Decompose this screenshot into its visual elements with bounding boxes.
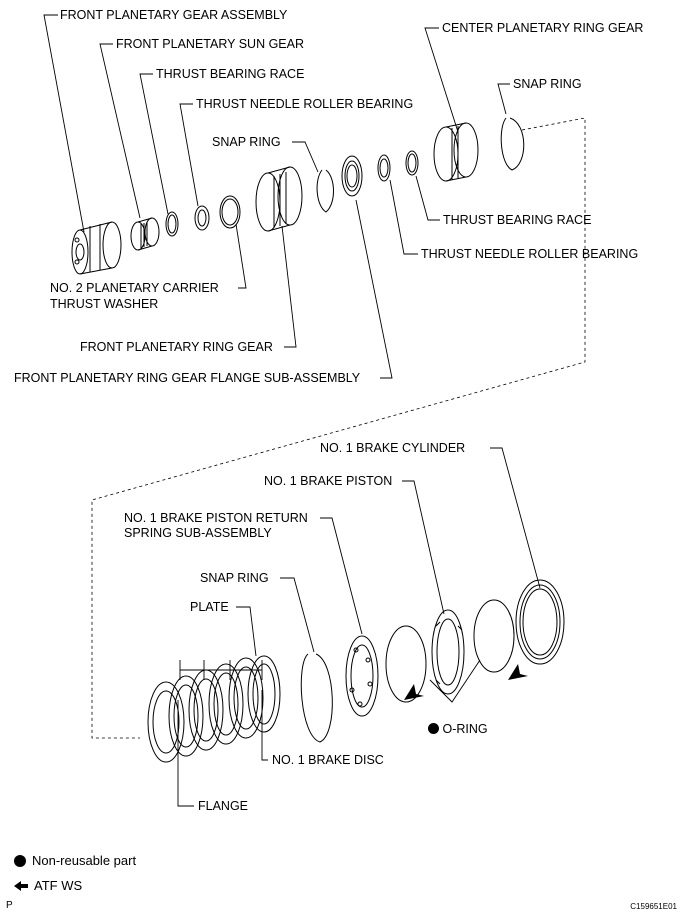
figure-code: C159651E01	[630, 902, 677, 911]
label-thrust-bearing-race-top: THRUST BEARING RACE	[156, 67, 305, 81]
label-no1-brake-disc: NO. 1 BRAKE DISC	[272, 753, 384, 767]
center-planetary-ring-gear-part	[433, 122, 479, 182]
label-o-ring-text: O-RING	[442, 722, 488, 736]
o-ring-right-part	[473, 599, 515, 673]
label-front-planetary-gear-assembly: FRONT PLANETARY GEAR ASSEMBLY	[60, 8, 288, 22]
label-return-spring-line1: NO. 1 BRAKE PISTON RETURN	[124, 511, 308, 525]
label-snap-ring-mid: SNAP RING	[212, 135, 281, 149]
thrust-needle-roller-bearing-part	[194, 205, 210, 231]
label-center-planetary-ring-gear: CENTER PLANETARY RING GEAR	[442, 21, 644, 35]
label-return-spring-line2: SPRING SUB-ASSEMBLY	[124, 526, 272, 540]
non-reusable-dot-icon	[428, 723, 439, 734]
legend-atf-text: ATF WS	[34, 878, 83, 893]
label-no1-brake-piston: NO. 1 BRAKE PISTON	[264, 474, 393, 488]
snap-ring-lower-part	[300, 653, 333, 743]
label-snap-ring-lower: SNAP RING	[200, 571, 269, 585]
label-thrust-needle-roller-bearing-right: THRUST NEEDLE ROLLER BEARING	[421, 247, 639, 261]
ring-gear-flange-part	[341, 155, 363, 197]
front-planetary-sun-gear-part	[130, 217, 160, 251]
label-snap-ring-top-right: SNAP RING	[513, 77, 582, 91]
front-planetary-ring-gear-part	[255, 166, 303, 232]
snap-ring-top-right-part	[500, 117, 525, 171]
leader-lines-top	[43, 14, 510, 379]
clutch-pack-part	[147, 655, 281, 763]
atf-arrow-icon	[404, 664, 528, 700]
label-front-planetary-sun-gear: FRONT PLANETARY SUN GEAR	[116, 37, 305, 51]
atf-arrow-icon	[14, 880, 28, 891]
label-thrust-needle-roller-bearing-top: THRUST NEEDLE ROLLER BEARING	[196, 97, 414, 111]
thrust-needle-roller-bearing-right-part	[377, 154, 391, 182]
non-reusable-dot-icon	[14, 854, 26, 867]
legend-non-reusable: Non-reusable part	[14, 853, 136, 868]
label-front-planetary-ring-gear-flange: FRONT PLANETARY RING GEAR FLANGE SUB-ASS…	[14, 371, 361, 385]
brake-cylinder-part	[515, 579, 565, 665]
snap-ring-mid-part	[316, 169, 334, 213]
return-spring-part	[345, 635, 379, 717]
front-planetary-gear-assembly-part	[71, 221, 122, 275]
dashed-connector	[91, 117, 586, 739]
label-front-planetary-ring-gear: FRONT PLANETARY RING GEAR	[80, 340, 273, 354]
legend-non-reusable-text: Non-reusable part	[32, 853, 137, 868]
label-no1-brake-cylinder: NO. 1 BRAKE CYLINDER	[320, 441, 466, 455]
label-plate: PLATE	[190, 600, 229, 614]
legend-atf: ATF WS	[14, 878, 82, 893]
o-ring-left-part	[385, 625, 427, 703]
thrust-bearing-race-right-part	[405, 150, 419, 176]
label-o-ring: O-RING	[428, 722, 488, 737]
label-flange: FLANGE	[198, 799, 249, 813]
label-thrust-bearing-race-right: THRUST BEARING RACE	[443, 213, 592, 227]
brake-piston-part	[431, 609, 465, 695]
label-no2-planetary-carrier-line1: NO. 2 PLANETARY CARRIER	[50, 281, 219, 295]
label-no2-planetary-carrier-line2: THRUST WASHER	[50, 297, 159, 311]
corner-code-left: P	[6, 900, 13, 911]
thrust-washer-part	[219, 195, 241, 229]
thrust-bearing-race-part	[165, 211, 179, 237]
